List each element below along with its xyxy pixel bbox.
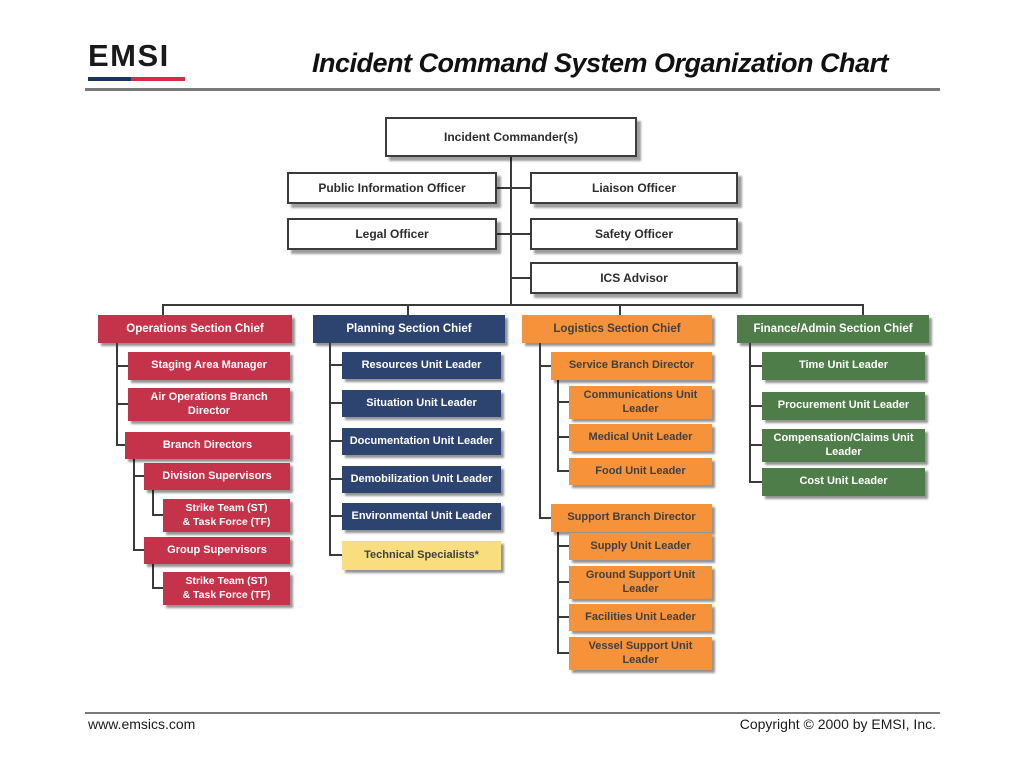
footer-website: www.emsics.com xyxy=(88,716,196,732)
connector-stub-time xyxy=(749,365,762,367)
connector-stub-demobilization xyxy=(329,478,342,480)
node-branch-directors: Branch Directors xyxy=(125,432,290,459)
connector-stub-documentation xyxy=(329,440,342,442)
connector-operations-v1 xyxy=(116,343,118,446)
node-safety-officer: Safety Officer xyxy=(530,218,738,250)
footer-copyright: Copyright © 2000 by EMSI, Inc. xyxy=(739,716,936,732)
node-time-unit-leader: Time Unit Leader xyxy=(762,352,925,380)
connector-stub-support-branch xyxy=(539,517,551,519)
connector-stub-vessel-support xyxy=(557,652,569,654)
connector-finance-v1 xyxy=(749,343,751,483)
connector-logistics-v2 xyxy=(557,380,559,472)
node-support-branch-director: Support Branch Director xyxy=(551,504,712,532)
node-compensation-claims-unit-leader: Compensation/Claims Unit Leader xyxy=(762,429,925,462)
node-situation-unit-leader: Situation Unit Leader xyxy=(342,390,501,417)
connector-stub-situation xyxy=(329,402,342,404)
node-communications-unit-leader: Communications Unit Leader xyxy=(569,386,712,419)
node-service-branch-director: Service Branch Director xyxy=(551,352,712,380)
node-ics-advisor: ICS Advisor xyxy=(530,262,738,294)
connector-operations-v4 xyxy=(152,564,154,588)
footer-divider xyxy=(85,712,940,714)
connector-stub-medical xyxy=(557,436,569,438)
node-procurement-unit-leader: Procurement Unit Leader xyxy=(762,392,925,420)
connector-stub-facilities xyxy=(557,616,569,618)
connector-ic-stem xyxy=(510,157,512,305)
connector-drop-planning xyxy=(407,304,409,315)
connector-operations-v3 xyxy=(152,490,154,515)
connector-stub-environmental xyxy=(329,515,342,517)
connector-row3 xyxy=(511,277,530,279)
connector-drop-operations xyxy=(162,304,164,315)
connector-stub-staging xyxy=(116,365,128,367)
node-planning-section-chief: Planning Section Chief xyxy=(313,315,505,343)
connector-stub-strike1 xyxy=(152,514,163,516)
connector-stub-ground-support xyxy=(557,581,569,583)
node-liaison-officer: Liaison Officer xyxy=(530,172,738,204)
node-environmental-unit-leader: Environmental Unit Leader xyxy=(342,503,501,530)
connector-stub-strike2 xyxy=(152,587,163,589)
emsi-logo-underline xyxy=(88,77,185,81)
connector-row1 xyxy=(497,187,530,189)
node-group-supervisors: Group Supervisors xyxy=(144,537,290,564)
node-legal-officer: Legal Officer xyxy=(287,218,497,250)
connector-stub-supply xyxy=(557,545,569,547)
connector-stub-technical xyxy=(329,554,342,556)
node-air-operations-branch-director: Air Operations Branch Director xyxy=(128,388,290,421)
emsi-logo: EMSI xyxy=(88,38,170,73)
connector-trunk xyxy=(162,304,864,306)
node-finance-admin-section-chief: Finance/Admin Section Chief xyxy=(737,315,929,343)
logo-underline-navy xyxy=(88,77,131,81)
node-incident-commander: Incident Commander(s) xyxy=(385,117,637,157)
node-technical-specialists: Technical Specialists* xyxy=(342,541,501,570)
node-division-supervisors: Division Supervisors xyxy=(144,463,290,490)
header-divider xyxy=(85,88,940,91)
connector-stub-food xyxy=(557,470,569,472)
node-medical-unit-leader: Medical Unit Leader xyxy=(569,424,712,451)
connector-drop-finance xyxy=(862,304,864,315)
connector-stub-airops xyxy=(116,403,128,405)
page-title: Incident Command System Organization Cha… xyxy=(311,48,889,78)
node-resources-unit-leader: Resources Unit Leader xyxy=(342,352,501,379)
connector-stub-service-branch xyxy=(539,365,551,367)
connector-stub-cost xyxy=(749,481,762,483)
connector-planning-v1 xyxy=(329,343,331,556)
node-vessel-support-unit-leader: Vessel Support Unit Leader xyxy=(569,637,712,670)
node-logistics-section-chief: Logistics Section Chief xyxy=(522,315,712,343)
connector-stub-procurement xyxy=(749,405,762,407)
node-facilities-unit-leader: Facilities Unit Leader xyxy=(569,604,712,631)
logo-underline-red xyxy=(130,77,185,81)
node-staging-area-manager: Staging Area Manager xyxy=(128,352,290,380)
node-strike-team-task-force-2: Strike Team (ST) & Task Force (TF) xyxy=(163,572,290,605)
node-food-unit-leader: Food Unit Leader xyxy=(569,458,712,485)
connector-stub-compensation xyxy=(749,444,762,446)
connector-stub-resources xyxy=(329,364,342,366)
connector-stub-division-supervisors xyxy=(133,475,144,477)
node-documentation-unit-leader: Documentation Unit Leader xyxy=(342,428,501,455)
connector-stub-branch-directors xyxy=(116,444,125,446)
connector-logistics-v1 xyxy=(539,343,541,519)
node-public-information-officer: Public Information Officer xyxy=(287,172,497,204)
node-demobilization-unit-leader: Demobilization Unit Leader xyxy=(342,466,501,493)
node-cost-unit-leader: Cost Unit Leader xyxy=(762,468,925,496)
connector-operations-v2 xyxy=(133,459,135,551)
connector-drop-logistics xyxy=(619,304,621,315)
node-strike-team-task-force-1: Strike Team (ST) & Task Force (TF) xyxy=(163,499,290,532)
connector-row2 xyxy=(497,233,530,235)
connector-stub-communications xyxy=(557,401,569,403)
node-ground-support-unit-leader: Ground Support Unit Leader xyxy=(569,566,712,599)
node-operations-section-chief: Operations Section Chief xyxy=(98,315,292,343)
connector-logistics-v3 xyxy=(557,532,559,654)
connector-stub-group-supervisors xyxy=(133,549,144,551)
node-supply-unit-leader: Supply Unit Leader xyxy=(569,533,712,560)
